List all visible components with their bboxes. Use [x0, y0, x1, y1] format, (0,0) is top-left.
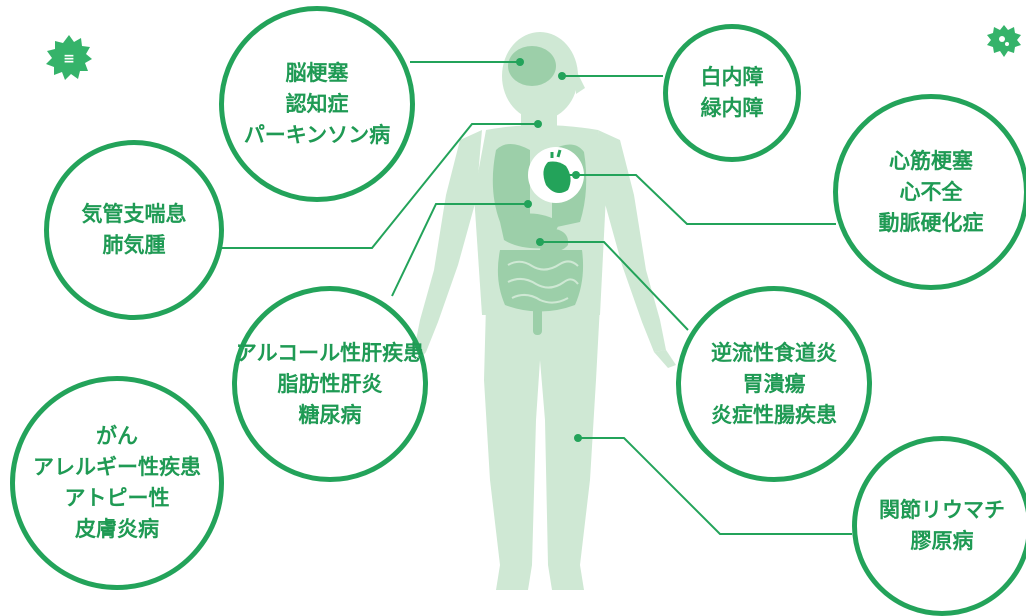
connector-joints: [578, 437, 852, 535]
skin-disease-label: アレルギー性疾患: [33, 455, 201, 479]
connector-heart: [562, 174, 836, 225]
heart-disease-label: 動脈硬化症: [878, 210, 984, 235]
liver-disease-label: アルコール性肝疾患: [235, 340, 425, 365]
connector-lungs: [220, 123, 538, 249]
body-illustration: [220, 32, 852, 590]
liver-disease-label: 糖尿病: [298, 402, 362, 427]
heart-diseases-circle: 心筋梗塞心不全動脈硬化症: [833, 94, 1026, 290]
brain-disease-label: パーキンソン病: [243, 122, 391, 147]
liver-diseases-circle: アルコール性肝疾患脂肪性肝炎糖尿病: [232, 286, 428, 482]
heart-icon: [543, 161, 571, 194]
health-diagram: ≡ 脳梗塞認知症パーキンソン病 白内障緑内障 心筋梗塞心不全動脈硬化症 気管支喘…: [10, 6, 1026, 616]
bacteria-icon: [987, 25, 1021, 57]
connector-lines: [220, 61, 852, 535]
heart-disease-label: 心不全: [899, 179, 963, 204]
joints-disease-label: 関節リウマチ: [879, 498, 1005, 522]
brain-organ: [508, 46, 556, 86]
joints-disease-label: 膠原病: [910, 529, 974, 553]
lung-diseases-circle: 気管支喘息肺気腫: [44, 140, 224, 320]
skin-disease-label: 皮膚炎病: [75, 517, 159, 541]
brain-disease-label: 脳梗塞: [285, 60, 349, 85]
stomach-disease-label: 炎症性腸疾患: [711, 402, 837, 427]
liver-disease-label: 脂肪性肝炎: [277, 371, 383, 396]
connector-liver: [391, 203, 528, 297]
brain-diseases-circle: 脳梗塞認知症パーキンソン病: [219, 6, 415, 202]
connector-stomach: [540, 241, 689, 331]
eyes-disease-label: 白内障: [700, 65, 764, 89]
brain-disease-label: 認知症: [285, 91, 349, 116]
stomach-disease-label: 逆流性食道炎: [711, 340, 837, 365]
lungs-disease-label: 肺気腫: [102, 233, 166, 257]
stomach-disease-label: 胃潰瘍: [742, 371, 806, 396]
heart-disease-label: 心筋梗塞: [889, 148, 973, 173]
skin-diseases-circle: がんアレルギー性疾患アトピー性皮膚炎病: [10, 376, 224, 590]
stomach-organ: [540, 228, 569, 252]
rectum-organ: [533, 305, 542, 335]
lungs-disease-label: 気管支喘息: [81, 202, 187, 226]
svg-text:≡: ≡: [63, 51, 75, 67]
virus-icon: ≡: [46, 35, 92, 80]
left-lung: [492, 144, 530, 228]
skin-disease-label: がん: [96, 424, 138, 448]
eye-diseases-circle: 白内障緑内障: [663, 24, 801, 162]
joint-diseases-circle: 関節リウマチ膠原病: [852, 436, 1026, 616]
skin-disease-label: アトピー性: [64, 486, 170, 510]
connector-dots: [516, 58, 582, 442]
eyes-disease-label: 緑内障: [700, 96, 764, 120]
digestive-diseases-circle: 逆流性食道炎胃潰瘍炎症性腸疾患: [676, 286, 872, 482]
